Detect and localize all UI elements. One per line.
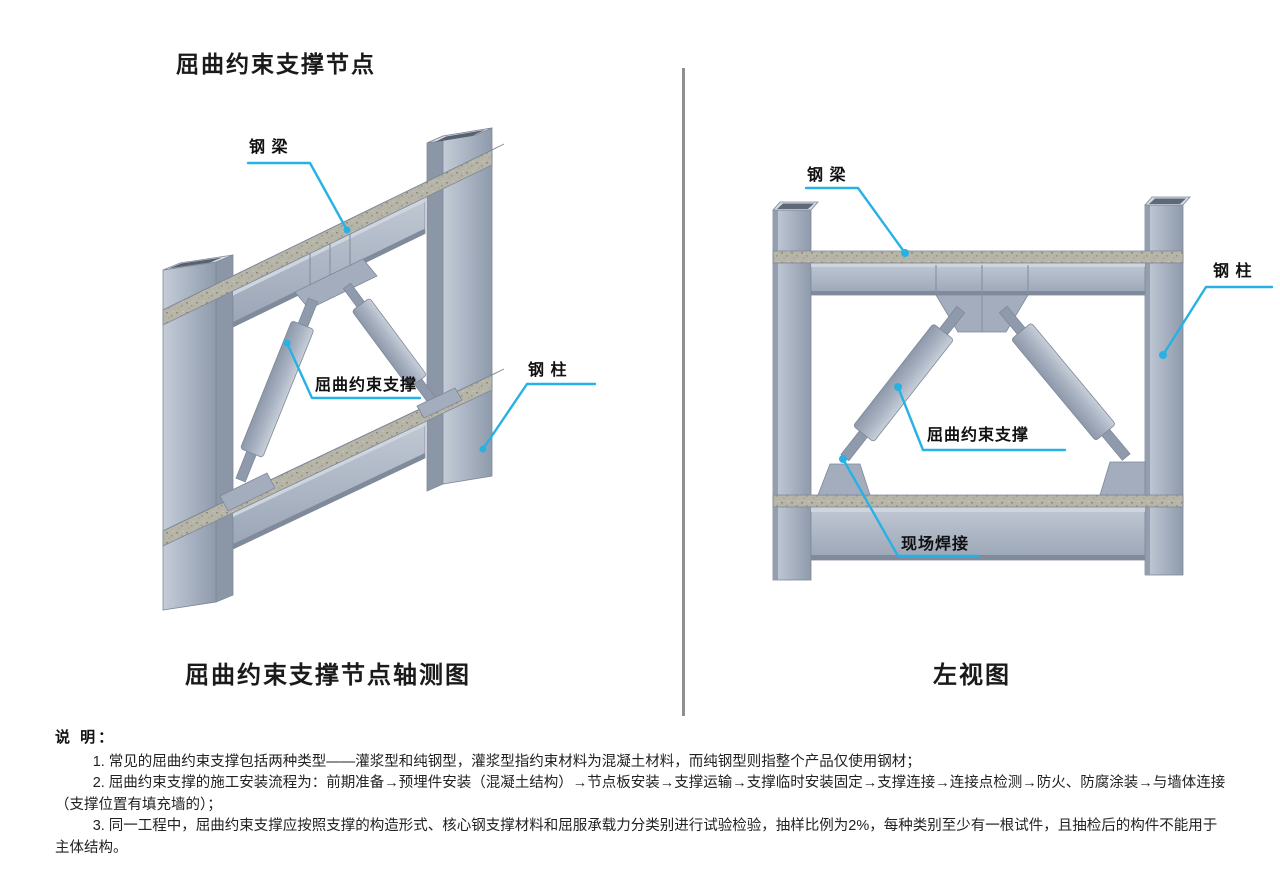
gusset-plate-bottom-right [1099,461,1146,496]
gusset-plate-bottom-right [416,387,463,419]
label-steel-beam-side: 钢 梁 [807,167,847,184]
note-item: 3. 同一工程中，屈曲约束支撑应按照支撑的构造形式、核心钢支撑材料和屈服承载力分… [55,818,1218,856]
notes-section: 说 明： 1. 常见的屈曲约束支撑包括两种类型——灌浆型和纯钢型，灌浆型指约束材… [55,727,1227,859]
steel-column-right [1144,196,1191,576]
side-view-drawing [772,186,1274,581]
note-item: 2. 屈曲约束支撑的施工安装流程为：前期准备→预埋件安装（混凝土结构）→节点板安… [55,775,1226,813]
gusset-plate-bottom-left [817,463,871,496]
leader-column [479,382,597,453]
caption-side-view: 左视图 [933,662,1011,689]
brace-left [235,297,319,483]
gusset-plate-top [294,258,378,310]
leader-column [1159,285,1274,359]
gusset-plate-bottom-left [219,472,276,512]
label-steel-column-side: 钢 柱 [1213,263,1253,280]
caption-axonometric: 屈曲约束支撑节点轴测图 [185,662,471,689]
label-brace-side: 屈曲约束支撑 [927,427,1030,444]
label-steel-column-axono: 钢 柱 [528,362,568,379]
label-brace-axono: 屈曲约束支撑 [315,377,418,394]
note-item: 1. 常见的屈曲约束支撑包括两种类型——灌浆型和纯钢型，灌浆型指约束材料为混凝土… [92,753,921,770]
vertical-divider [682,68,685,716]
brace-right [342,282,438,405]
leader-weld [839,455,980,558]
leader-beam [804,186,909,257]
leader-beam [246,161,351,234]
label-field-weld: 现场焊接 [901,536,970,553]
steel-beam-top [162,143,505,328]
label-steel-beam-axono: 钢 梁 [249,139,289,156]
steel-column-left [772,201,819,581]
page-title: 屈曲约束支撑节点 [176,51,376,77]
brace-right [998,305,1131,461]
leader-brace [283,339,422,400]
axonometric-drawing [162,127,597,611]
brace-left [840,305,966,462]
notes-heading: 说 明： [55,729,117,746]
steel-beam-bottom [772,494,1184,561]
leader-brace [894,383,1067,452]
steel-beam-top [772,250,1184,296]
